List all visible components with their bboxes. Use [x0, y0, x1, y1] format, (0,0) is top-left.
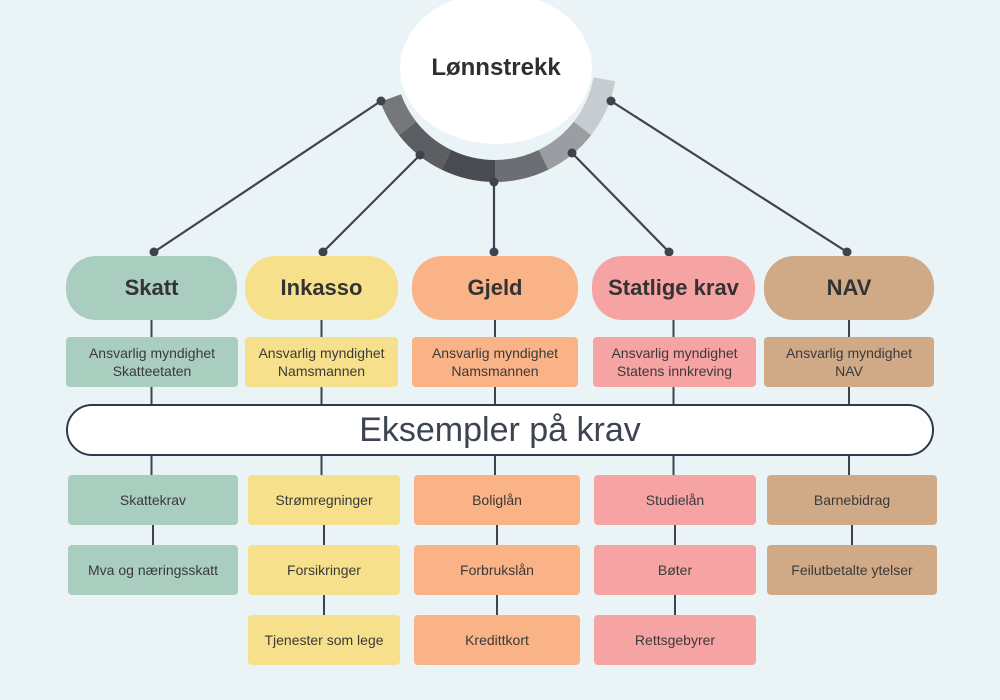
- connector-line: [153, 100, 382, 253]
- connector-dot: [489, 247, 499, 257]
- authority-name: NAV: [835, 363, 863, 379]
- connector-line: [610, 100, 848, 253]
- category-skatt: Skatt: [66, 256, 237, 320]
- column-stems: [150, 320, 853, 615]
- category-title: NAV: [826, 275, 872, 300]
- hub-ring-segment: [398, 121, 452, 170]
- example-item: Feilutbetalte ytelser: [767, 545, 937, 595]
- example-label: Barnebidrag: [813, 492, 891, 508]
- hub-title: Lønnstrekk: [431, 54, 561, 81]
- connector-dot: [415, 150, 425, 160]
- connector-dot: [318, 247, 328, 257]
- category-title: Gjeld: [467, 275, 523, 300]
- connector-line: [571, 152, 670, 253]
- authority-label: Ansvarlig myndighet: [431, 345, 559, 361]
- connector-dot: [376, 96, 386, 106]
- connector-dot: [664, 247, 674, 257]
- category-nav: NAV: [764, 256, 934, 320]
- hub-ring-segment: [441, 149, 495, 182]
- connector-dot: [567, 148, 577, 158]
- authority-gjeld: Ansvarlig myndighet Namsmannen: [412, 337, 578, 387]
- example-label: Feilutbetalte ytelser: [791, 562, 913, 578]
- example-label: Studielån: [645, 492, 705, 508]
- category-title: Statlige krav: [608, 275, 739, 300]
- category-gjeld: Gjeld: [412, 256, 578, 320]
- authority-name: Statens innkreving: [616, 363, 733, 379]
- examples-banner: Eksempler på krav: [66, 404, 934, 456]
- hub-ring-segment: [495, 149, 549, 182]
- example-label: Bøter: [657, 562, 693, 578]
- authority-name: Skatteetaten: [112, 363, 192, 379]
- authority-skatt: Ansvarlig myndighet Skatteetaten: [66, 337, 238, 387]
- authority-inkasso: Ansvarlig myndighet Namsmannen: [245, 337, 398, 387]
- example-label: Rettsgebyrer: [634, 632, 716, 648]
- example-label: Forbrukslån: [460, 562, 534, 578]
- hub-links: [149, 96, 852, 257]
- hub-ring: [380, 77, 616, 182]
- example-item: Skattekrav: [68, 475, 238, 525]
- example-label: Forsikringer: [287, 562, 361, 578]
- authority-label: Ansvarlig myndighet: [258, 345, 385, 361]
- hub-circle: Lønnstrekk: [400, 0, 592, 144]
- example-item: Strømregninger: [248, 475, 400, 525]
- authority-name: Namsmannen: [277, 363, 366, 379]
- example-item: Forbrukslån: [414, 545, 580, 595]
- example-label: Mva og næringsskatt: [88, 562, 218, 578]
- example-label: Skattekrav: [119, 492, 187, 508]
- example-label: Boliglån: [472, 492, 522, 508]
- example-item: Rettsgebyrer: [594, 615, 756, 665]
- hub-ring-segment: [573, 77, 616, 136]
- example-item: Boliglån: [414, 475, 580, 525]
- example-item: Forsikringer: [248, 545, 400, 595]
- authority-label: Ansvarlig myndighet: [611, 345, 738, 361]
- example-item: Barnebidrag: [767, 475, 937, 525]
- category-statlige-krav: Statlige krav: [592, 256, 755, 320]
- connector-dot: [606, 96, 616, 106]
- example-label: Kredittkort: [465, 632, 529, 648]
- example-label: Strømregninger: [275, 492, 373, 508]
- authority-statlige-krav: Ansvarlig myndighet Statens innkreving: [593, 337, 756, 387]
- connector-dot: [149, 247, 159, 257]
- example-item: Kredittkort: [414, 615, 580, 665]
- category-title: Skatt: [124, 275, 179, 300]
- example-item: Bøter: [594, 545, 756, 595]
- example-item: Studielån: [594, 475, 756, 525]
- connector-line: [322, 154, 421, 253]
- hub-ring-segment: [538, 121, 592, 170]
- connector-dot: [489, 177, 499, 187]
- examples-banner-text: Eksempler på krav: [359, 410, 641, 449]
- authority-name: Namsmannen: [451, 363, 539, 379]
- example-item: Tjenester som lege: [248, 615, 400, 665]
- hub-ring-segment: [380, 94, 417, 136]
- category-inkasso: Inkasso: [245, 256, 398, 320]
- connector-dot: [842, 247, 852, 257]
- authority-label: Ansvarlig myndighet: [785, 345, 913, 361]
- category-title: Inkasso: [280, 275, 363, 300]
- authority-label: Ansvarlig myndighet: [88, 345, 216, 361]
- example-item: Mva og næringsskatt: [68, 545, 238, 595]
- authority-nav: Ansvarlig myndighet NAV: [764, 337, 934, 387]
- example-label: Tjenester som lege: [264, 632, 384, 648]
